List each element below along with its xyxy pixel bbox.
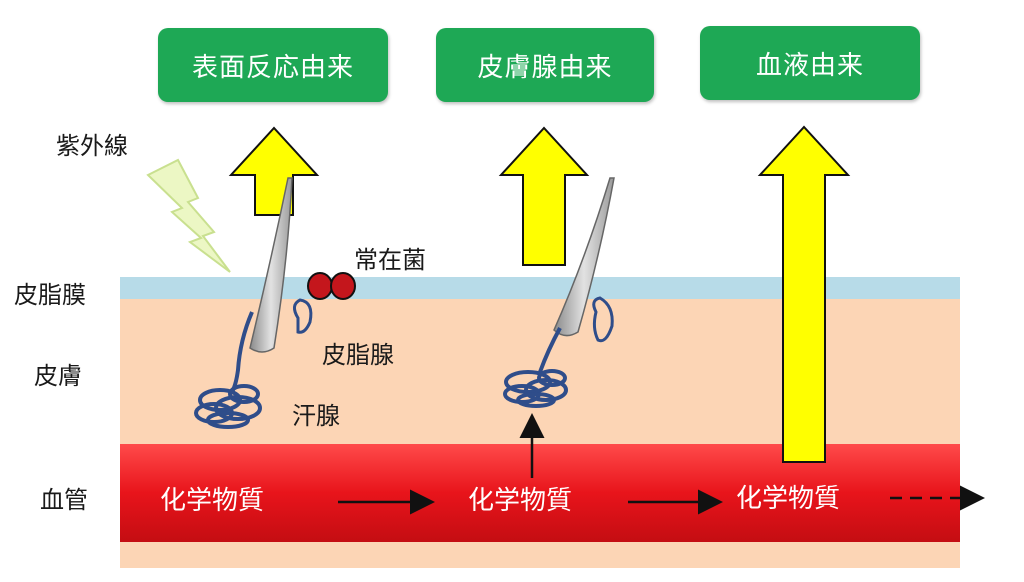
chemical-label-3: 化学物質 <box>736 484 841 514</box>
source-box-surface: 表面反応由来 <box>158 28 388 102</box>
sweat-duct-middle <box>538 327 562 373</box>
source-box-gland: 皮膚腺由来 <box>436 28 654 102</box>
sweat-gland-label: 汗腺 <box>292 402 340 430</box>
sebaceous-gland-middle <box>592 296 614 343</box>
sebum-film-layer <box>120 277 960 299</box>
bacteria-label: 常在菌 <box>354 246 426 274</box>
up-arrow-blood <box>757 125 851 463</box>
hair-left <box>249 177 293 353</box>
uv-label: 紫外線 <box>56 132 128 160</box>
skin-label: 皮膚 <box>34 362 82 390</box>
blood-vessel-label: 血管 <box>40 486 88 514</box>
sebaceous-gland-left <box>293 298 313 334</box>
sweat-gland-middle-icon <box>503 369 568 408</box>
chemical-label-2: 化学物質 <box>468 486 573 516</box>
uv-lightning-icon <box>146 158 231 273</box>
source-box-blood: 血液由来 <box>700 26 920 100</box>
bacteria-icon <box>307 272 333 300</box>
up-arrow-surface <box>228 126 320 216</box>
bacteria-icon-2 <box>330 272 356 300</box>
sweat-gland-left-icon <box>194 384 262 429</box>
up-arrow-gland <box>498 126 590 266</box>
sebum-film-label: 皮脂膜 <box>14 281 86 309</box>
skin-bottom-layer <box>120 542 960 568</box>
sebaceous-gland-label: 皮脂腺 <box>322 341 394 369</box>
hair-middle <box>553 177 615 337</box>
chemical-label-1: 化学物質 <box>160 486 265 516</box>
